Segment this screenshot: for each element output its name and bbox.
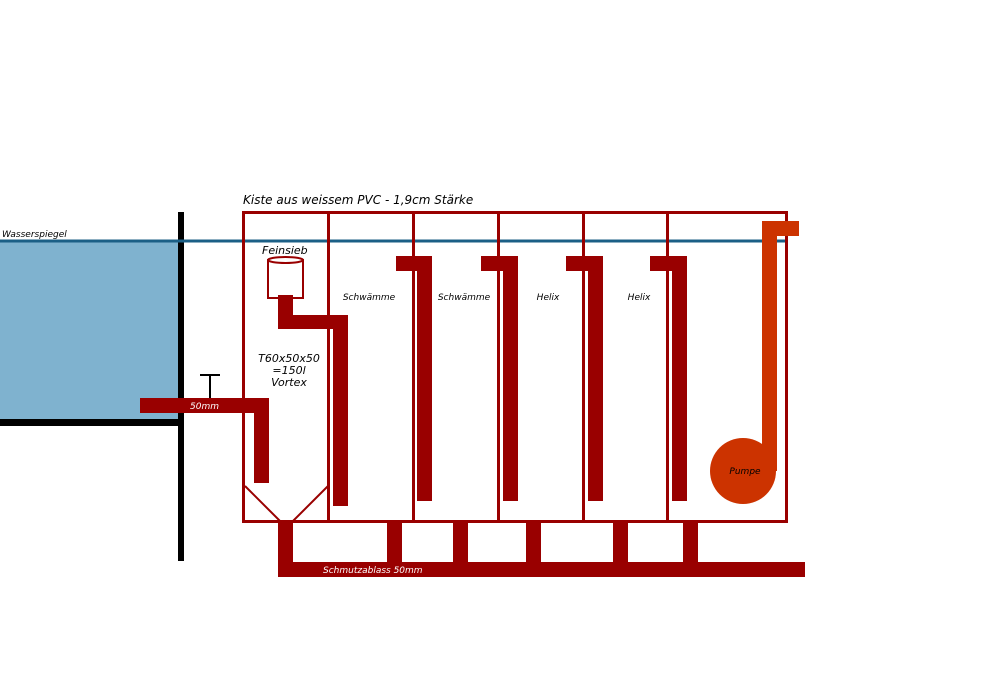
drain-stub bbox=[683, 521, 698, 566]
inlet-pipe bbox=[140, 398, 269, 413]
vortex-size-label: T60x50x50 bbox=[258, 352, 320, 365]
pond-water bbox=[0, 240, 181, 423]
fine-sieve bbox=[267, 259, 304, 299]
pump-riser bbox=[762, 221, 777, 471]
drain-label: Schmutzablass 50mm bbox=[323, 566, 423, 576]
overflow-pipe bbox=[417, 256, 432, 501]
chamber-label-helix-1: Helix bbox=[537, 293, 560, 303]
chamber-label-sponge-1: Schwämme bbox=[343, 293, 396, 303]
drain-pipe bbox=[278, 562, 805, 577]
pond-wall bbox=[178, 212, 184, 561]
fine-sieve-label: Feinsieb bbox=[262, 244, 308, 257]
sieve-pipe bbox=[278, 315, 348, 329]
drain-stub bbox=[387, 521, 402, 566]
pump bbox=[710, 438, 776, 504]
inlet-pipe bbox=[254, 398, 269, 483]
fine-sieve-rim bbox=[267, 256, 304, 264]
filter-box bbox=[242, 211, 788, 523]
drain-stub bbox=[278, 521, 293, 571]
water-level-label: Wasserspiegel bbox=[2, 230, 67, 240]
overflow-pipe bbox=[503, 256, 518, 501]
vortex-volume-label: =150l bbox=[272, 364, 305, 377]
drain-stub bbox=[453, 521, 468, 566]
overflow-pipe bbox=[588, 256, 603, 501]
drain-stub bbox=[613, 521, 628, 566]
pump-outlet bbox=[762, 221, 799, 236]
chamber-label-sponge-2: Schwämme bbox=[438, 293, 491, 303]
pump-label: Pumpe bbox=[729, 467, 761, 477]
pond-floor bbox=[0, 419, 181, 426]
diagram-title: Kiste aus weissem PVC - 1,9cm Stärke bbox=[243, 193, 473, 207]
overflow-pipe bbox=[672, 256, 687, 501]
drain-stub bbox=[526, 521, 541, 566]
inlet-pipe-label: 50mm bbox=[190, 402, 219, 412]
vortex-cone bbox=[244, 485, 329, 522]
sieve-pipe bbox=[333, 315, 348, 506]
vortex-type-label: Vortex bbox=[271, 376, 307, 389]
chamber-label-helix-2: Helix bbox=[628, 293, 651, 303]
